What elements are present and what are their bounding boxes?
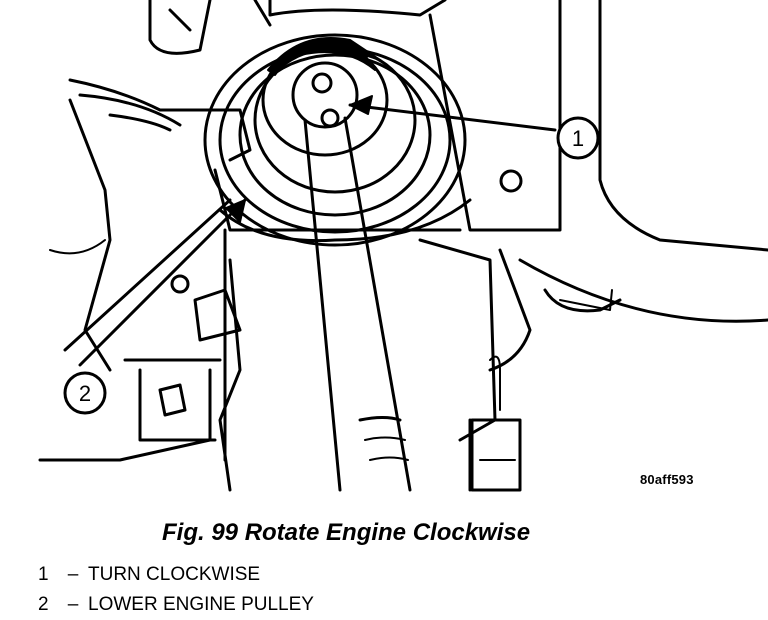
breaker-bar xyxy=(291,61,412,492)
legend-number: 1 xyxy=(38,564,49,585)
engine-block-left xyxy=(38,78,252,462)
figure-code: 80aff593 xyxy=(640,472,694,487)
figure-caption: Fig. 99 Rotate Engine Clockwise xyxy=(162,519,531,546)
callout-2-number: 2 xyxy=(79,381,91,406)
lower-block xyxy=(138,228,522,492)
callout-2: 2 xyxy=(63,371,107,415)
legend-dash: – xyxy=(67,564,79,585)
callout-1: 1 xyxy=(556,116,600,160)
callout-1-number: 1 xyxy=(572,126,584,151)
engine-illustration: 1 2 xyxy=(38,0,768,492)
callout-1-leader xyxy=(348,95,557,132)
clockwise-rotation-arrow xyxy=(267,37,381,76)
legend-number: 2 xyxy=(38,594,49,615)
legend-item: 2 – LOWER ENGINE PULLEY xyxy=(38,590,314,620)
legend-text: LOWER ENGINE PULLEY xyxy=(88,594,314,615)
legend-dash: – xyxy=(67,594,79,615)
upper-bracket xyxy=(148,0,272,55)
legend: 1 – TURN CLOCKWISE 2 – LOWER ENGINE PULL… xyxy=(38,560,314,620)
callout-2-leader xyxy=(63,198,247,367)
legend-item: 1 – TURN CLOCKWISE xyxy=(38,560,314,590)
engine-block-right xyxy=(268,0,768,372)
legend-text: TURN CLOCKWISE xyxy=(88,564,261,585)
